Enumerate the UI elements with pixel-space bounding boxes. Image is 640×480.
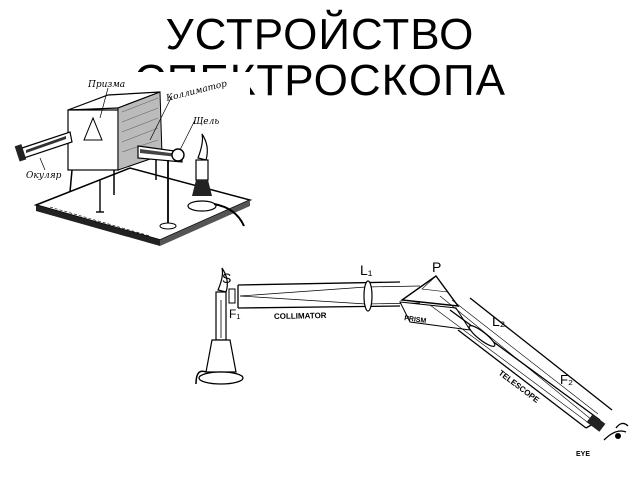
burner: [187, 133, 245, 227]
collimator-schematic: [228, 281, 421, 309]
eyepiece-tube: [14, 131, 104, 213]
label-f1: F₁: [229, 307, 240, 321]
label-collimator-en: COLLIMATOR: [274, 311, 327, 321]
label-slit: Щель: [193, 117, 219, 127]
label-l2: L₂: [492, 313, 505, 329]
collimator-tube: [137, 145, 185, 230]
label-eyepiece: Окуляр: [26, 171, 62, 181]
label-f2: F₂: [560, 372, 573, 387]
label-leaders: [39, 87, 196, 171]
label-s: S: [222, 270, 231, 286]
burner-schematic: [195, 267, 244, 385]
label-prism-en: PRISM: [404, 315, 427, 325]
label-telescope-en: TELESCOPE: [497, 368, 542, 405]
label-prism: Призма: [87, 80, 125, 90]
label-eye-en: EYE: [576, 451, 590, 458]
lens-l2: [468, 325, 496, 347]
eye-icon: [603, 422, 629, 441]
label-l1: L₁: [360, 262, 373, 278]
prism-schematic: [400, 275, 460, 307]
lens-l1: [363, 280, 373, 312]
label-p: P: [432, 259, 441, 275]
slide-title-line-1: УСТРОЙСТВО: [165, 10, 475, 59]
